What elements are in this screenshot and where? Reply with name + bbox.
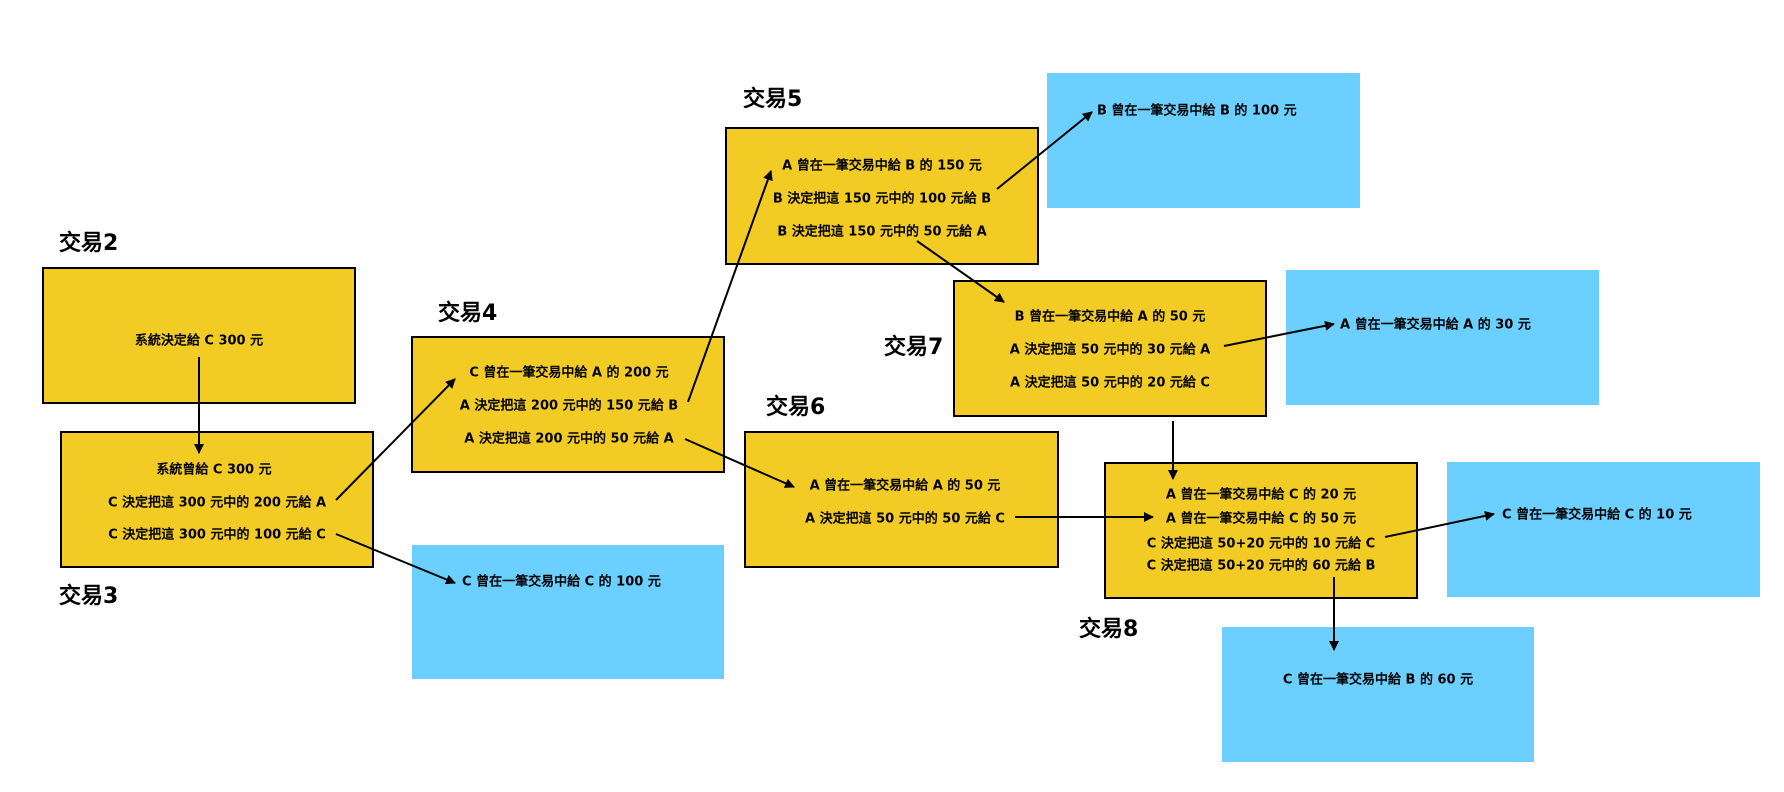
tx5-line: B 決定把這 150 元中的 100 元給 B <box>772 191 992 207</box>
tx4-line: A 決定把這 200 元中的 150 元給 B <box>459 398 679 414</box>
transaction-5-box <box>725 127 1039 265</box>
tx8-line: C 決定把這 50+20 元中的 60 元給 B <box>1146 558 1376 574</box>
arrow <box>1384 510 1495 538</box>
arrow <box>684 438 795 488</box>
output-a30-text: A 曾在一筆交易中給 A 的 30 元 <box>1340 317 1531 333</box>
transaction-6-label: 交易6 <box>766 395 826 420</box>
transaction-7-label: 交易7 <box>884 335 944 360</box>
output-b60-box <box>1222 627 1534 762</box>
arrow <box>335 533 456 585</box>
tx2-line: 系統決定給 C 300 元 <box>134 333 264 349</box>
tx5-line: B 決定把這 150 元中的 50 元給 A <box>777 224 987 240</box>
output-b100-text: B 曾在一筆交易中給 B 的 100 元 <box>1097 103 1297 119</box>
tx8-line: A 曾在一筆交易中給 C 的 20 元 <box>1165 487 1357 503</box>
arrow <box>996 111 1093 190</box>
tx3-line: 系統曾給 C 300 元 <box>156 462 272 478</box>
tx8-line: A 曾在一筆交易中給 C 的 50 元 <box>1165 511 1357 527</box>
transaction-8-box <box>1104 462 1418 599</box>
transaction-2-label: 交易2 <box>59 231 119 256</box>
tx7-line: A 決定把這 50 元中的 30 元給 A <box>1009 342 1211 358</box>
output-c100-box <box>412 545 724 679</box>
transaction-3-box <box>60 431 374 568</box>
tx8-line: C 決定把這 50+20 元中的 10 元給 C <box>1146 536 1376 552</box>
transaction-7-box <box>953 280 1267 417</box>
output-a30-box <box>1286 270 1599 405</box>
transaction-8-label: 交易8 <box>1079 617 1139 642</box>
output-c100-text: C 曾在一筆交易中給 C 的 100 元 <box>462 574 661 590</box>
transaction-5-label: 交易5 <box>743 87 803 112</box>
output-b100-box <box>1047 73 1360 208</box>
tx4-line: C 曾在一筆交易中給 A 的 200 元 <box>469 365 669 381</box>
tx3-line: C 決定把這 300 元中的 100 元給 C <box>108 527 326 543</box>
tx6-line: A 決定把這 50 元中的 50 元給 C <box>805 511 1005 527</box>
tx3-line: C 決定把這 300 元中的 200 元給 A <box>107 495 327 511</box>
arrow <box>335 378 456 501</box>
transaction-6-box <box>744 431 1059 568</box>
output-c10-box <box>1447 462 1760 597</box>
output-b60-text: C 曾在一筆交易中給 B 的 60 元 <box>1282 672 1474 688</box>
tx7-line: A 決定把這 50 元中的 20 元給 C <box>1010 375 1210 391</box>
arrow <box>916 240 1005 303</box>
output-c10-text: C 曾在一筆交易中給 C 的 10 元 <box>1502 507 1692 523</box>
transaction-3-label: 交易3 <box>59 584 119 609</box>
tx5-line: A 曾在一筆交易中給 B 的 150 元 <box>782 158 982 174</box>
arrow <box>687 170 773 403</box>
tx7-line: B 曾在一筆交易中給 A 的 50 元 <box>1014 309 1206 325</box>
transaction-4-box <box>411 336 725 473</box>
tx4-line: A 決定把這 200 元中的 50 元給 A <box>464 431 674 447</box>
arrow <box>1223 320 1335 347</box>
transaction-4-label: 交易4 <box>438 301 498 326</box>
tx6-line: A 曾在一筆交易中給 A 的 50 元 <box>809 478 1001 494</box>
